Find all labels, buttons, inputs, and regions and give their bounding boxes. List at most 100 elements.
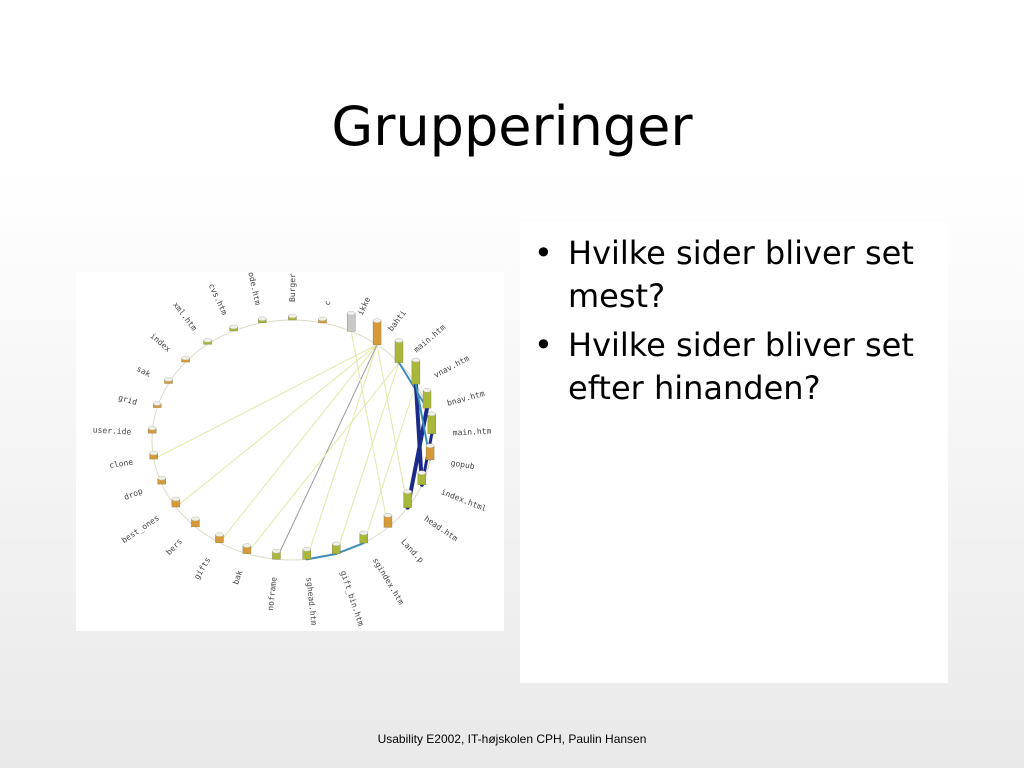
node-label: index.html — [440, 487, 488, 513]
node-cap — [422, 388, 432, 393]
node-label: user.ide — [93, 425, 132, 436]
graph-node: gopub — [425, 443, 475, 471]
graph-node: drop — [123, 475, 166, 502]
node-bar — [372, 320, 382, 345]
graph-node: sgindex.htm — [359, 530, 406, 606]
graph-node: Burger.htm — [288, 272, 297, 321]
node-label: Land.p — [399, 537, 425, 564]
graph-link — [306, 344, 378, 560]
node-cap — [411, 357, 421, 363]
bullet-box: • Hvilke sider bliver set mest? • Hvilke… — [520, 222, 948, 683]
node-label: main.htm — [412, 323, 447, 355]
slide-title: Grupperinger — [331, 95, 693, 158]
node-bar — [394, 340, 404, 363]
node-cap — [153, 401, 162, 406]
graph-node: bahti — [372, 308, 408, 345]
node-cap — [383, 513, 393, 518]
node-cap — [203, 338, 212, 343]
graph-node: bnav.htm — [422, 388, 486, 409]
graph-link — [413, 382, 424, 487]
node-label: gifts — [192, 556, 212, 581]
bullet-dot-icon: • — [534, 326, 553, 364]
graph-node: cvs.htm — [207, 282, 238, 332]
node-cap — [318, 316, 327, 322]
node-cap — [258, 316, 267, 321]
node-label: index — [148, 331, 172, 354]
graph-node: gifts — [192, 532, 224, 581]
node-cap — [149, 450, 158, 456]
circular-network-graph: ikkebahtimain.htmvnav.htmbnav.htmmain.ht… — [93, 272, 492, 628]
node-cap — [242, 543, 252, 548]
node-cap — [171, 496, 181, 502]
graph-link — [335, 542, 365, 555]
graph-link — [350, 330, 389, 528]
bullet-item: • Hvilke sider bliver set mest? — [534, 232, 932, 318]
node-cap — [425, 443, 435, 448]
node-label: bnav.htm — [446, 389, 486, 408]
node-label: xml.htm — [171, 300, 199, 332]
graph-node: Land.p — [383, 513, 426, 565]
slide-footer: Usability E2002, IT-højskolen CPH, Pauli… — [377, 732, 647, 746]
node-cap — [157, 475, 166, 481]
graph-node: gift_bin.htm — [332, 541, 366, 628]
node-cap — [427, 411, 437, 417]
node-cap — [288, 313, 297, 319]
node-cap — [394, 338, 404, 343]
graph-node: xml.htm — [171, 300, 212, 345]
node-label: grid — [117, 393, 138, 407]
graph-node: user.ide — [93, 425, 157, 437]
node-label: gift_bin.htm — [339, 570, 366, 628]
node-label: sgindex.htm — [371, 556, 406, 606]
node-label: ikke — [356, 295, 372, 316]
graph-link — [175, 344, 378, 508]
node-bar — [403, 491, 412, 508]
node-cap — [148, 425, 157, 431]
graph-node: best_ones — [120, 496, 181, 545]
node-cap — [332, 541, 341, 547]
node-label: code.htm — [245, 272, 262, 306]
node-bar — [422, 390, 432, 409]
node-label: sghead.htm — [304, 577, 318, 626]
node-cap — [215, 532, 224, 537]
graph-node: sak — [135, 364, 173, 384]
graph-link — [363, 383, 417, 544]
node-bar — [427, 413, 437, 435]
node-cap — [164, 377, 173, 382]
graph-node: bak — [231, 543, 252, 586]
node-cap — [181, 355, 190, 361]
graph-link — [246, 362, 400, 555]
graph-link — [397, 361, 429, 410]
node-label: best_ones — [120, 513, 161, 545]
graph-node: index.html — [417, 470, 488, 514]
node-label: bahti — [386, 308, 408, 333]
node-cap — [372, 318, 382, 323]
graph-node: code.htm — [245, 272, 267, 323]
node-cap — [359, 530, 369, 536]
graph-node: grid — [117, 393, 162, 408]
node-cap — [191, 516, 200, 522]
graph-link — [376, 344, 409, 509]
node-label: main.htm — [453, 426, 492, 437]
graph-node: c — [318, 299, 333, 324]
node-cap — [403, 489, 412, 494]
graph-node: vnav.htm — [411, 354, 471, 385]
node-bar — [411, 359, 421, 385]
graph-node: bers — [164, 516, 200, 557]
graph-link — [305, 552, 338, 561]
node-cap — [272, 549, 281, 554]
bullet-list: • Hvilke sider bliver set mest? • Hvilke… — [520, 222, 948, 410]
node-label: bak — [231, 569, 244, 586]
node-cap — [302, 547, 311, 552]
bullet-text: Hvilke sider bliver set mest? — [568, 234, 914, 315]
node-label: vnav.htm — [432, 354, 470, 380]
graph-link — [335, 362, 400, 555]
graph-node: ikke — [346, 295, 372, 332]
graph-node: main.htm — [427, 411, 492, 437]
node-label: clone — [109, 457, 134, 470]
node-label: drop — [123, 486, 144, 502]
graph-node: clone — [109, 450, 158, 470]
node-label: noframe — [266, 576, 279, 611]
bullet-dot-icon: • — [534, 234, 553, 272]
bullet-item: • Hvilke sider bliver set efter hinanden… — [534, 324, 932, 410]
